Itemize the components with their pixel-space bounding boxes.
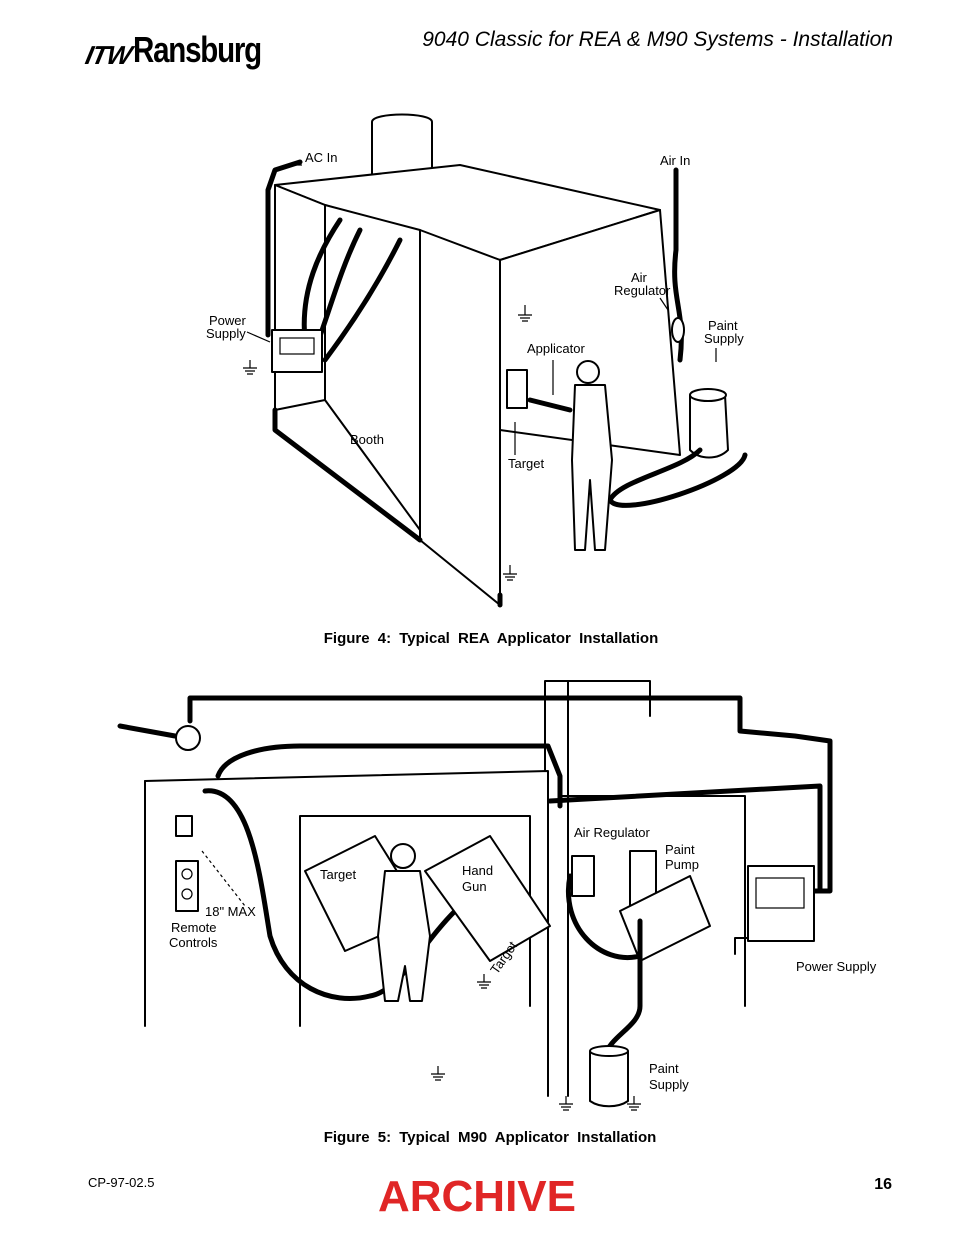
rea-applicator-gun — [527, 397, 573, 413]
label-hand-gun-1: Hand — [462, 863, 493, 878]
air-inlet-pipe — [117, 723, 178, 739]
air-regulator-unit — [571, 855, 595, 897]
label-paint-pump-2: Pump — [665, 857, 699, 872]
paint-supply-tank — [689, 394, 729, 459]
power-supply-panel — [755, 877, 805, 909]
figure-5-drawing: Air Regulator Paint Pump Target Hand Gun… — [117, 680, 877, 1111]
power-supply-panel — [279, 337, 315, 355]
bucket-lid — [589, 1045, 629, 1057]
remote-control-knob — [181, 888, 193, 900]
label-ac-in: AC In — [305, 150, 338, 165]
air-regulator-arrow — [659, 297, 669, 311]
label-hand-gun-2: Gun — [462, 879, 487, 894]
company-logo: ITW Ransburg — [82, 20, 289, 71]
label-paint-supply-1: Paint — [649, 1061, 679, 1076]
label-target: Target — [320, 867, 357, 882]
remote-control-knob — [181, 868, 193, 880]
power-supply-arrow — [246, 331, 271, 343]
booth-frame-front — [144, 770, 549, 1097]
ground-icon — [627, 1096, 641, 1111]
label-power-supply-1: Power — [209, 313, 247, 328]
hose-1 — [301, 217, 343, 343]
figure-5-m90-installation: Air Regulator Paint Pump Target Hand Gun… — [0, 676, 954, 1116]
label-air-regulator: Air Regulator — [574, 825, 651, 840]
label-target: Target — [508, 456, 545, 471]
ground-icon — [518, 305, 532, 322]
operator-figure — [377, 843, 431, 1002]
hose-3 — [322, 237, 403, 363]
document-code: CP-97-02.5 — [88, 1175, 155, 1190]
figure-5-caption: Figure 5: Typical M90 Applicator Install… — [323, 1129, 657, 1146]
overhead-line-2 — [215, 743, 563, 809]
booth-interior-wall — [499, 209, 681, 456]
logo-brand: Ransburg — [132, 29, 262, 70]
figure-4-rea-installation: AC In Air In Air Regulator Paint Supply … — [0, 110, 954, 620]
label-power-supply: Power Supply — [796, 959, 877, 974]
target-panel-2 — [424, 835, 551, 962]
remote-bracket — [175, 815, 193, 837]
ground-icon — [503, 565, 517, 581]
target-part — [506, 369, 528, 409]
figure-4-caption: Figure 4: Typical REA Applicator Install… — [323, 630, 659, 647]
pump-air-hose — [566, 873, 643, 960]
label-remote-controls-1: Remote — [171, 920, 217, 935]
booth-floor-edges — [272, 407, 503, 608]
booth-interior — [299, 815, 531, 1027]
booth-right-bay — [559, 795, 746, 1007]
ground-icon — [477, 974, 491, 989]
archive-stamp: ARCHIVE — [377, 1172, 577, 1221]
ground-icon — [559, 1096, 573, 1111]
paint-hose-loop — [607, 447, 748, 508]
label-paint-supply-2: Supply — [649, 1077, 689, 1092]
label-air-regulator-1: Air — [631, 270, 648, 285]
operator-figure — [571, 360, 613, 551]
label-air-regulator-2: Regulator — [614, 283, 671, 298]
page-number: 16 — [874, 1176, 892, 1193]
label-booth: Booth — [350, 432, 384, 447]
air-regulator-device — [671, 317, 685, 343]
logo-prefix: ITW — [82, 40, 134, 70]
paint-tank-lid — [689, 388, 727, 402]
label-remote-controls-2: Controls — [169, 935, 218, 950]
label-max-distance: 18" MAX — [205, 904, 256, 919]
booth-left-wall — [274, 184, 326, 411]
page-header-title: 9040 Classic for REA & M90 Systems - Ins… — [422, 28, 893, 51]
power-supply-ground-lead — [734, 937, 749, 955]
label-power-supply-2: Supply — [206, 326, 246, 341]
label-air-in: Air In — [660, 153, 690, 168]
label-paint-supply-1: Paint — [708, 318, 738, 333]
booth-front-panel — [419, 229, 501, 606]
overhead-air-line — [187, 695, 833, 894]
air-inlet-valve — [175, 725, 201, 751]
label-applicator: Applicator — [527, 341, 585, 356]
ground-icon — [431, 1066, 445, 1081]
label-paint-supply-2: Supply — [704, 331, 744, 346]
air-in-pipe — [672, 167, 684, 363]
label-paint-pump-1: Paint — [665, 842, 695, 857]
paint-supply-bucket — [589, 1050, 629, 1108]
max-distance-line — [201, 850, 246, 907]
ac-in-cable — [265, 159, 303, 338]
ground-icon — [243, 360, 257, 375]
figure-4-drawing: AC In Air In Air Regulator Paint Supply … — [206, 113, 748, 608]
